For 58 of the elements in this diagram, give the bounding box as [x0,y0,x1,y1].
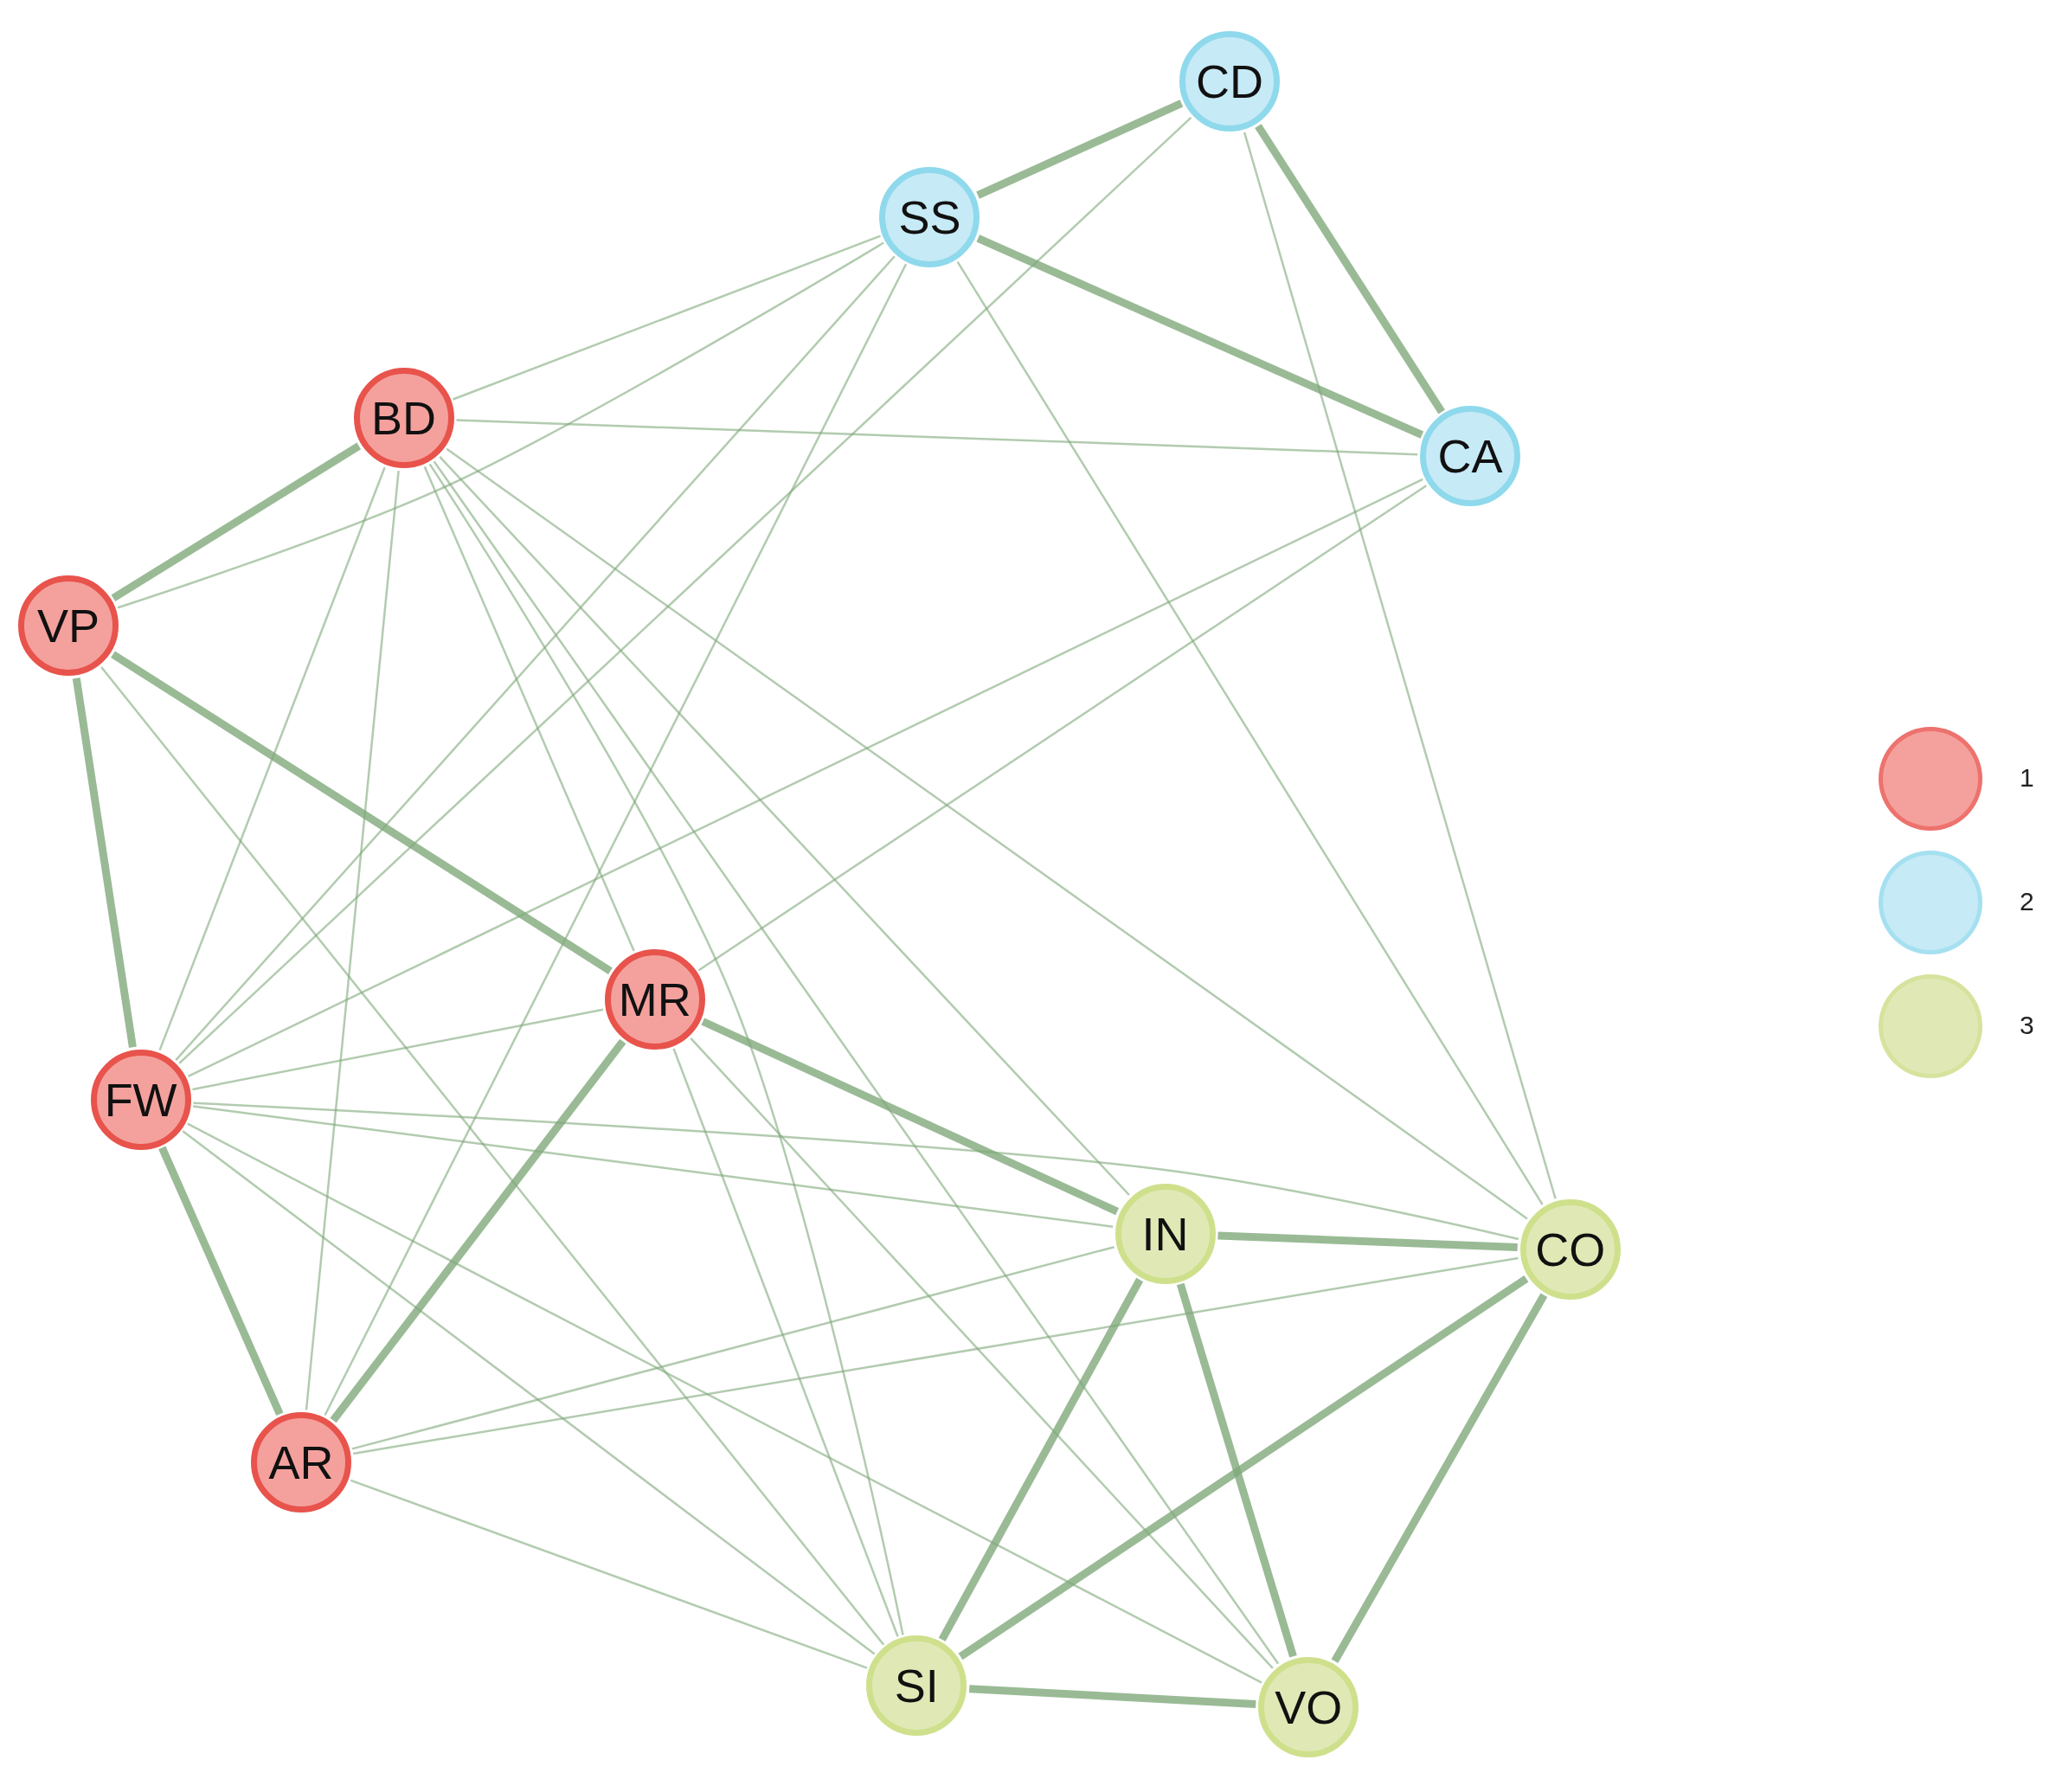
network-edge [938,1277,1144,1642]
legend-label: 1 [2020,763,2034,793]
network-edge [72,678,137,1048]
network-edge [187,1122,1262,1684]
network-edge [976,100,1184,199]
network-edge [433,460,1280,1665]
network-edge [158,466,386,1051]
network-edge [439,456,1130,1196]
network-edge [1243,132,1557,1199]
network-edge [351,1246,1115,1450]
network-edge [192,1105,1114,1228]
network-edge [423,466,635,952]
node-label: CD [1196,55,1263,109]
network-edge [956,260,1544,1205]
network-edge [1176,1282,1297,1658]
network-edge [158,1146,284,1416]
network-edge [188,478,1423,1078]
node-label: BD [371,391,437,446]
node-label: VP [37,599,100,653]
node-label: MR [618,973,691,1027]
legend-label: 2 [2020,887,2034,916]
network-edge [701,1018,1119,1216]
network-edge [111,651,613,975]
network-edge [672,1048,899,1637]
network-edge [958,1275,1529,1660]
network-edge [453,234,881,401]
node-label: CO [1535,1222,1606,1276]
network-edge [178,116,1192,1064]
network-edge [456,419,1418,456]
network-edge [446,447,1528,1220]
network-edge [350,1479,868,1669]
network-edge [111,442,362,602]
network-edge [330,1038,626,1423]
network-edge [697,485,1428,972]
network-edge [968,1685,1256,1708]
legend-label: 3 [2020,1011,2034,1040]
network-edge [1217,1231,1518,1251]
network-edge [428,463,904,1635]
network-edge [353,1256,1519,1455]
network-edge [192,1008,604,1091]
network-edge [976,234,1424,439]
network-edge [305,470,400,1410]
node-label: IN [1141,1206,1189,1261]
node-label: FW [104,1072,177,1127]
network-edge [690,1037,1274,1669]
network-edge [175,255,896,1061]
network-edge [182,1130,876,1655]
network-edge [100,666,885,1646]
node-label: SS [898,189,961,244]
network-edge [193,1102,1519,1241]
node-label: VO [1275,1680,1343,1734]
network-edge [324,263,908,1416]
node-label: AR [268,1436,334,1489]
network-edge [117,241,884,609]
network-edge [1255,124,1445,414]
node-label: CA [1437,429,1503,484]
network-edge [1331,1293,1548,1663]
node-label: SI [894,1659,939,1713]
